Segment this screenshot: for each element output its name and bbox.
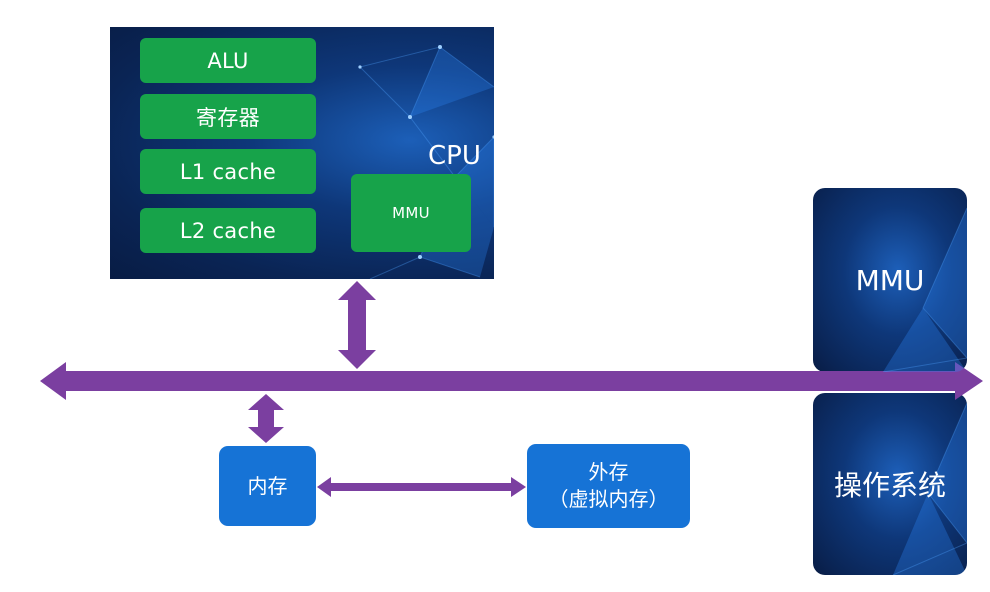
- l2-cache-unit: L2 cache: [140, 208, 316, 253]
- os-side-box: 操作系统: [813, 393, 967, 575]
- external-storage-label: 外存: [588, 460, 629, 484]
- cpu-bus-arrow: [338, 281, 376, 369]
- mmu-side-box: MMU: [813, 188, 967, 372]
- memory-bus-arrow: [248, 394, 284, 443]
- main-memory-box: 内存: [219, 446, 316, 526]
- alu-unit: ALU: [140, 38, 316, 83]
- l1-cache-unit: L1 cache: [140, 149, 316, 194]
- os-box-decoration: [892, 402, 967, 575]
- register-unit: 寄存器: [140, 94, 316, 139]
- memory-external-arrow: [317, 477, 526, 497]
- main-memory-label: 内存: [247, 473, 288, 498]
- cpu-panel: ALU 寄存器 L1 cache L2 cache CPU MMU: [110, 27, 494, 279]
- cpu-label: CPU: [428, 141, 481, 171]
- cpu-mmu-unit: MMU: [351, 174, 471, 252]
- virtual-memory-label: （虚拟内存）: [548, 487, 669, 511]
- external-storage-box: 外存 （虚拟内存）: [527, 444, 690, 528]
- os-side-label: 操作系统: [833, 469, 946, 502]
- system-bus-arrow: [40, 362, 983, 400]
- mmu-side-label: MMU: [855, 263, 925, 297]
- mmu-box-decoration: [882, 207, 967, 372]
